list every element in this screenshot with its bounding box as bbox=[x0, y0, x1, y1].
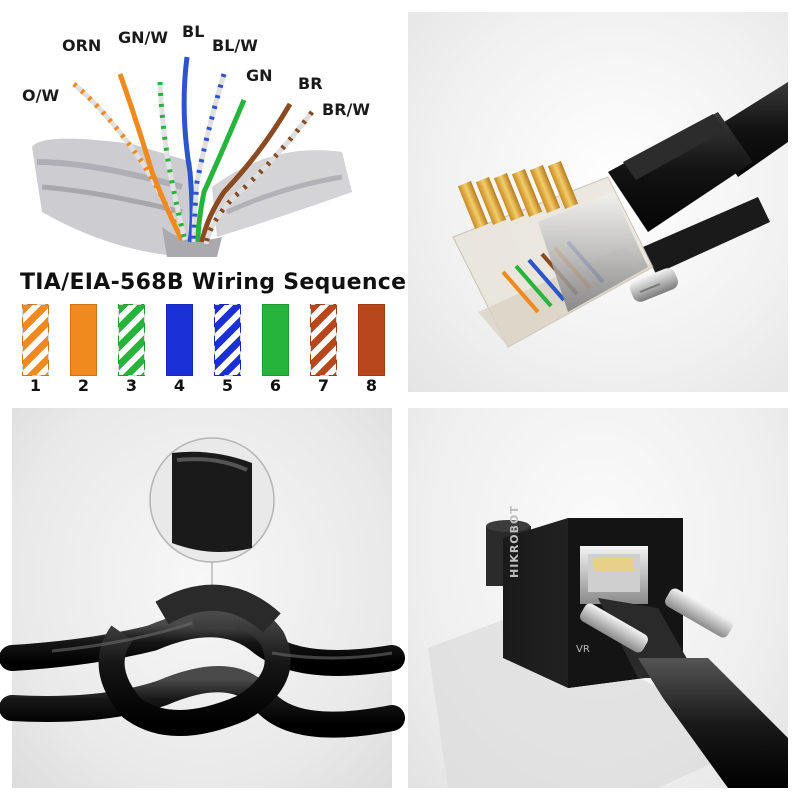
pin-number-2: 2 bbox=[77, 376, 90, 395]
rj45-plug-illustration bbox=[452, 82, 788, 348]
twisted-pair-wires-illustration bbox=[32, 56, 352, 257]
pin-swatch-5 bbox=[214, 304, 241, 376]
rj45-connector-photo bbox=[408, 12, 788, 392]
pin-swatch-3 bbox=[118, 304, 145, 376]
wiring-sequence-panel: O/W ORN GN/W BL BL/W GN BR BR/W TIA/EIA-… bbox=[12, 12, 406, 395]
pin-number-3: 3 bbox=[125, 376, 138, 395]
pin-swatch-7 bbox=[310, 304, 337, 376]
pin-number-1: 1 bbox=[29, 376, 42, 395]
pin-swatch-6 bbox=[262, 304, 289, 376]
pin-number-5: 5 bbox=[221, 376, 234, 395]
flexible-cable-knot-photo bbox=[0, 408, 405, 788]
wire-label-gn: GN bbox=[246, 66, 273, 85]
pin-swatch-2 bbox=[70, 304, 97, 376]
camera-port-text: VR bbox=[576, 644, 590, 655]
wire-label-ow: O/W bbox=[22, 86, 60, 105]
industrial-camera-photo: HIKROBOT VR bbox=[408, 408, 788, 788]
wire-label-br: BR bbox=[298, 74, 323, 93]
pin-number-8: 8 bbox=[365, 376, 378, 395]
wire-label-bl: BL bbox=[182, 22, 205, 41]
camera-with-cable-illustration bbox=[428, 518, 788, 788]
wire-label-blw: BL/W bbox=[212, 36, 258, 55]
pin-swatch-1 bbox=[22, 304, 49, 376]
wire-label-orn: ORN bbox=[62, 36, 102, 55]
pin-number-6: 6 bbox=[269, 376, 282, 395]
pin-swatch-4 bbox=[166, 304, 193, 376]
wiring-sequence-title: TIA/EIA-568B Wiring Sequence bbox=[20, 270, 407, 295]
pin-number-4: 4 bbox=[173, 376, 186, 395]
wire-label-brw: BR/W bbox=[322, 100, 371, 119]
pin-swatch-8 bbox=[358, 304, 385, 376]
knotted-cable-illustration bbox=[0, 437, 405, 738]
pin-number-7: 7 bbox=[317, 376, 330, 395]
camera-brand-text: HIKROBOT bbox=[508, 505, 521, 578]
wire-label-gnw: GN/W bbox=[118, 28, 169, 47]
